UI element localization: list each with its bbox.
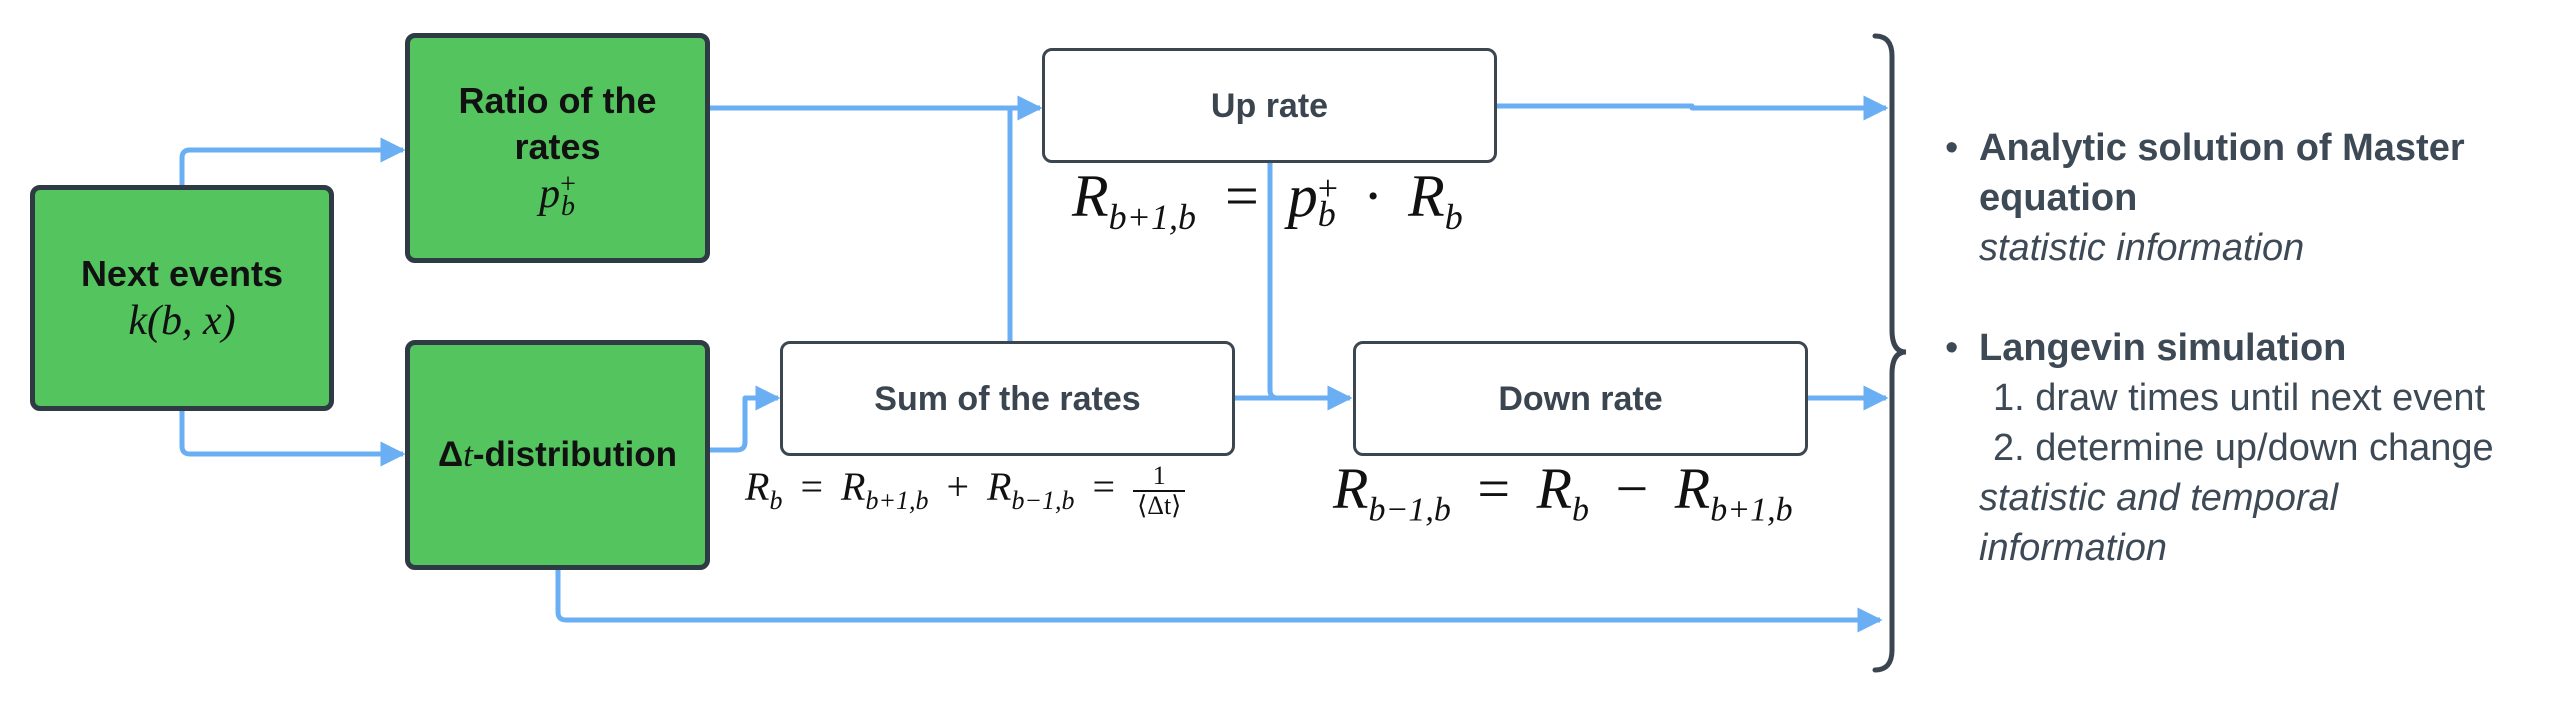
next-events-title: Next events — [80, 253, 284, 294]
arrow-next-to-ratio — [179, 137, 406, 186]
next-events-box: Next events k(b, x) — [30, 185, 334, 411]
arrow-next-to-dt — [179, 410, 406, 467]
sum-rates-equation: Rb = Rb+1,b + Rb−1,b = 1⟨Δt⟩ — [745, 462, 1186, 520]
result-analytic: • Analytic solution of Master equation s… — [1945, 123, 2465, 273]
arrow-dt-to-results — [555, 570, 1883, 633]
result-langevin: • Langevin simulation 1. draw times unti… — [1945, 323, 2494, 573]
sum-rates-box: Sum of the rates — [780, 341, 1235, 456]
result-langevin-note-2: information — [1979, 527, 2167, 569]
ratio-math: p+b — [539, 169, 576, 222]
result-langevin-step-1: 1. draw times until next event — [1993, 377, 2486, 419]
result-langevin-note-1: statistic and temporal — [1979, 477, 2339, 519]
up-rate-box: Up rate — [1042, 48, 1497, 163]
bullet-icon: • — [1945, 327, 1959, 369]
result-langevin-step-2: 2. determine up/down change — [1993, 427, 2494, 469]
arrow-up-to-down — [1267, 162, 1279, 401]
result-analytic-note: statistic information — [1979, 227, 2305, 269]
result-analytic-head-2: equation — [1979, 177, 2138, 219]
down-rate-title: Down rate — [1498, 379, 1663, 418]
dt-distribution-title: Δt-distribution — [437, 435, 677, 474]
ratio-box: Ratio of the rates p+b — [405, 33, 710, 263]
results-brace — [1872, 33, 1907, 673]
dt-distribution-box: Δt-distribution — [405, 340, 710, 570]
arrow-dt-to-sum — [708, 385, 781, 453]
result-langevin-head: Langevin simulation — [1979, 327, 2347, 369]
up-rate-equation: Rb+1,b = p+b · Rb — [1072, 163, 1463, 237]
arrow-up-to-results — [1496, 95, 1889, 121]
result-analytic-head-1: Analytic solution of Master — [1979, 127, 2465, 169]
ratio-title: Ratio of the rates — [458, 80, 657, 167]
up-rate-title: Up rate — [1210, 86, 1329, 125]
down-rate-equation: Rb−1,b = Rb − Rb+1,b — [1333, 456, 1793, 529]
down-rate-box: Down rate — [1353, 341, 1808, 456]
bullet-icon: • — [1945, 127, 1959, 169]
sum-rates-title: Sum of the rates — [874, 379, 1141, 418]
next-events-math: k(b, x) — [128, 298, 236, 344]
